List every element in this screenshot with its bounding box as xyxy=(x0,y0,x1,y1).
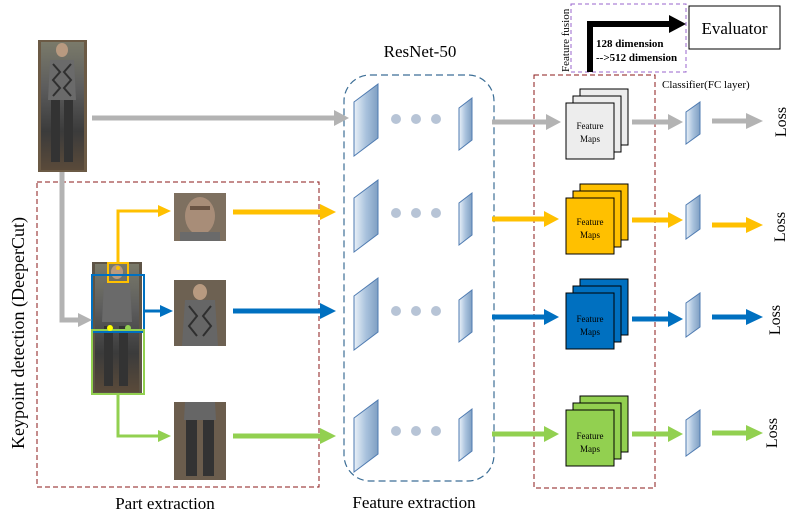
feature-maps-label-1: Feature xyxy=(577,431,604,441)
evaluator-label: Evaluator xyxy=(701,19,767,38)
conv-layer xyxy=(458,191,473,247)
person-full-image xyxy=(38,40,87,172)
feature-maps-upper-body: Feature Maps xyxy=(565,278,629,350)
fc-layer xyxy=(685,409,701,457)
feature-maps-label-1: Feature xyxy=(577,314,604,324)
loss-label-head: Loss xyxy=(772,212,789,242)
dimension-line1: 128 dimension xyxy=(596,38,664,50)
layer-dot xyxy=(431,306,441,316)
fusion-arrow xyxy=(587,21,672,72)
layer-dot xyxy=(391,208,401,218)
loss-label-whole-body: Loss xyxy=(773,107,790,137)
resnet-label: ResNet-50 xyxy=(384,42,457,61)
fusion-arrowhead xyxy=(669,15,686,33)
layer-dot xyxy=(411,306,421,316)
layer-dot xyxy=(411,114,421,124)
conv-layer xyxy=(458,288,473,344)
feature-fusion-label: Feature fusion xyxy=(560,8,572,72)
feature-maps-group-box xyxy=(533,74,656,489)
layer-dot xyxy=(411,208,421,218)
branch-whole-body xyxy=(59,110,763,327)
layer-dot xyxy=(391,306,401,316)
branch-head xyxy=(116,204,763,262)
dimension-line2: -->512 dimension xyxy=(596,52,677,64)
upper-body-part-image xyxy=(174,280,226,346)
feature-maps-head: Feature Maps xyxy=(565,183,629,255)
layer-dot xyxy=(431,114,441,124)
loss-label-lower-body: Loss xyxy=(764,418,781,448)
conv-layer xyxy=(458,407,473,463)
resnet-layers xyxy=(353,83,473,473)
feature-extraction-label: Feature extraction xyxy=(352,493,476,512)
feature-maps-label-2: Maps xyxy=(580,230,600,240)
layer-dot xyxy=(391,426,401,436)
keypoint-person-image xyxy=(91,262,145,395)
lower-body-part-image xyxy=(174,402,226,480)
feature-maps-whole-body: Feature Maps xyxy=(565,88,629,160)
fc-layer xyxy=(685,101,701,145)
upper-body-part-box xyxy=(91,274,145,333)
feature-maps-label-2: Maps xyxy=(580,444,600,454)
feature-maps-label-1: Feature xyxy=(577,121,604,131)
feature-maps-label-2: Maps xyxy=(580,134,600,144)
layer-dot xyxy=(391,114,401,124)
feature-maps-label-1: Feature xyxy=(577,217,604,227)
conv-layer xyxy=(353,83,379,157)
fc-layer xyxy=(685,292,701,338)
branch-lower-body xyxy=(116,394,763,444)
loss-label-upper-body: Loss xyxy=(767,305,784,335)
keypoint-detection-label: Keypoint detection (DeeperCut) xyxy=(8,217,29,449)
part-extraction-group-box xyxy=(36,181,320,488)
head-part-box xyxy=(107,262,129,283)
feature-maps-lower-body: Feature Maps xyxy=(565,395,629,467)
feature-fusion-box xyxy=(570,3,687,73)
fc-layer xyxy=(685,194,701,240)
head-part-image xyxy=(174,193,226,241)
conv-layer xyxy=(353,399,379,473)
layer-dot xyxy=(431,208,441,218)
feature-maps-label-2: Maps xyxy=(580,327,600,337)
evaluator-box xyxy=(688,5,781,50)
layer-dot xyxy=(411,426,421,436)
conv-layer xyxy=(353,277,379,351)
conv-layer xyxy=(353,179,379,253)
classifier-label: Classifier(FC layer) xyxy=(662,79,750,91)
branch-upper-body xyxy=(144,303,763,327)
conv-layer xyxy=(458,96,473,152)
layer-dot xyxy=(431,426,441,436)
classifier-layers xyxy=(685,101,701,457)
resnet-group-box xyxy=(343,74,495,482)
part-extraction-label: Part extraction xyxy=(115,494,215,513)
